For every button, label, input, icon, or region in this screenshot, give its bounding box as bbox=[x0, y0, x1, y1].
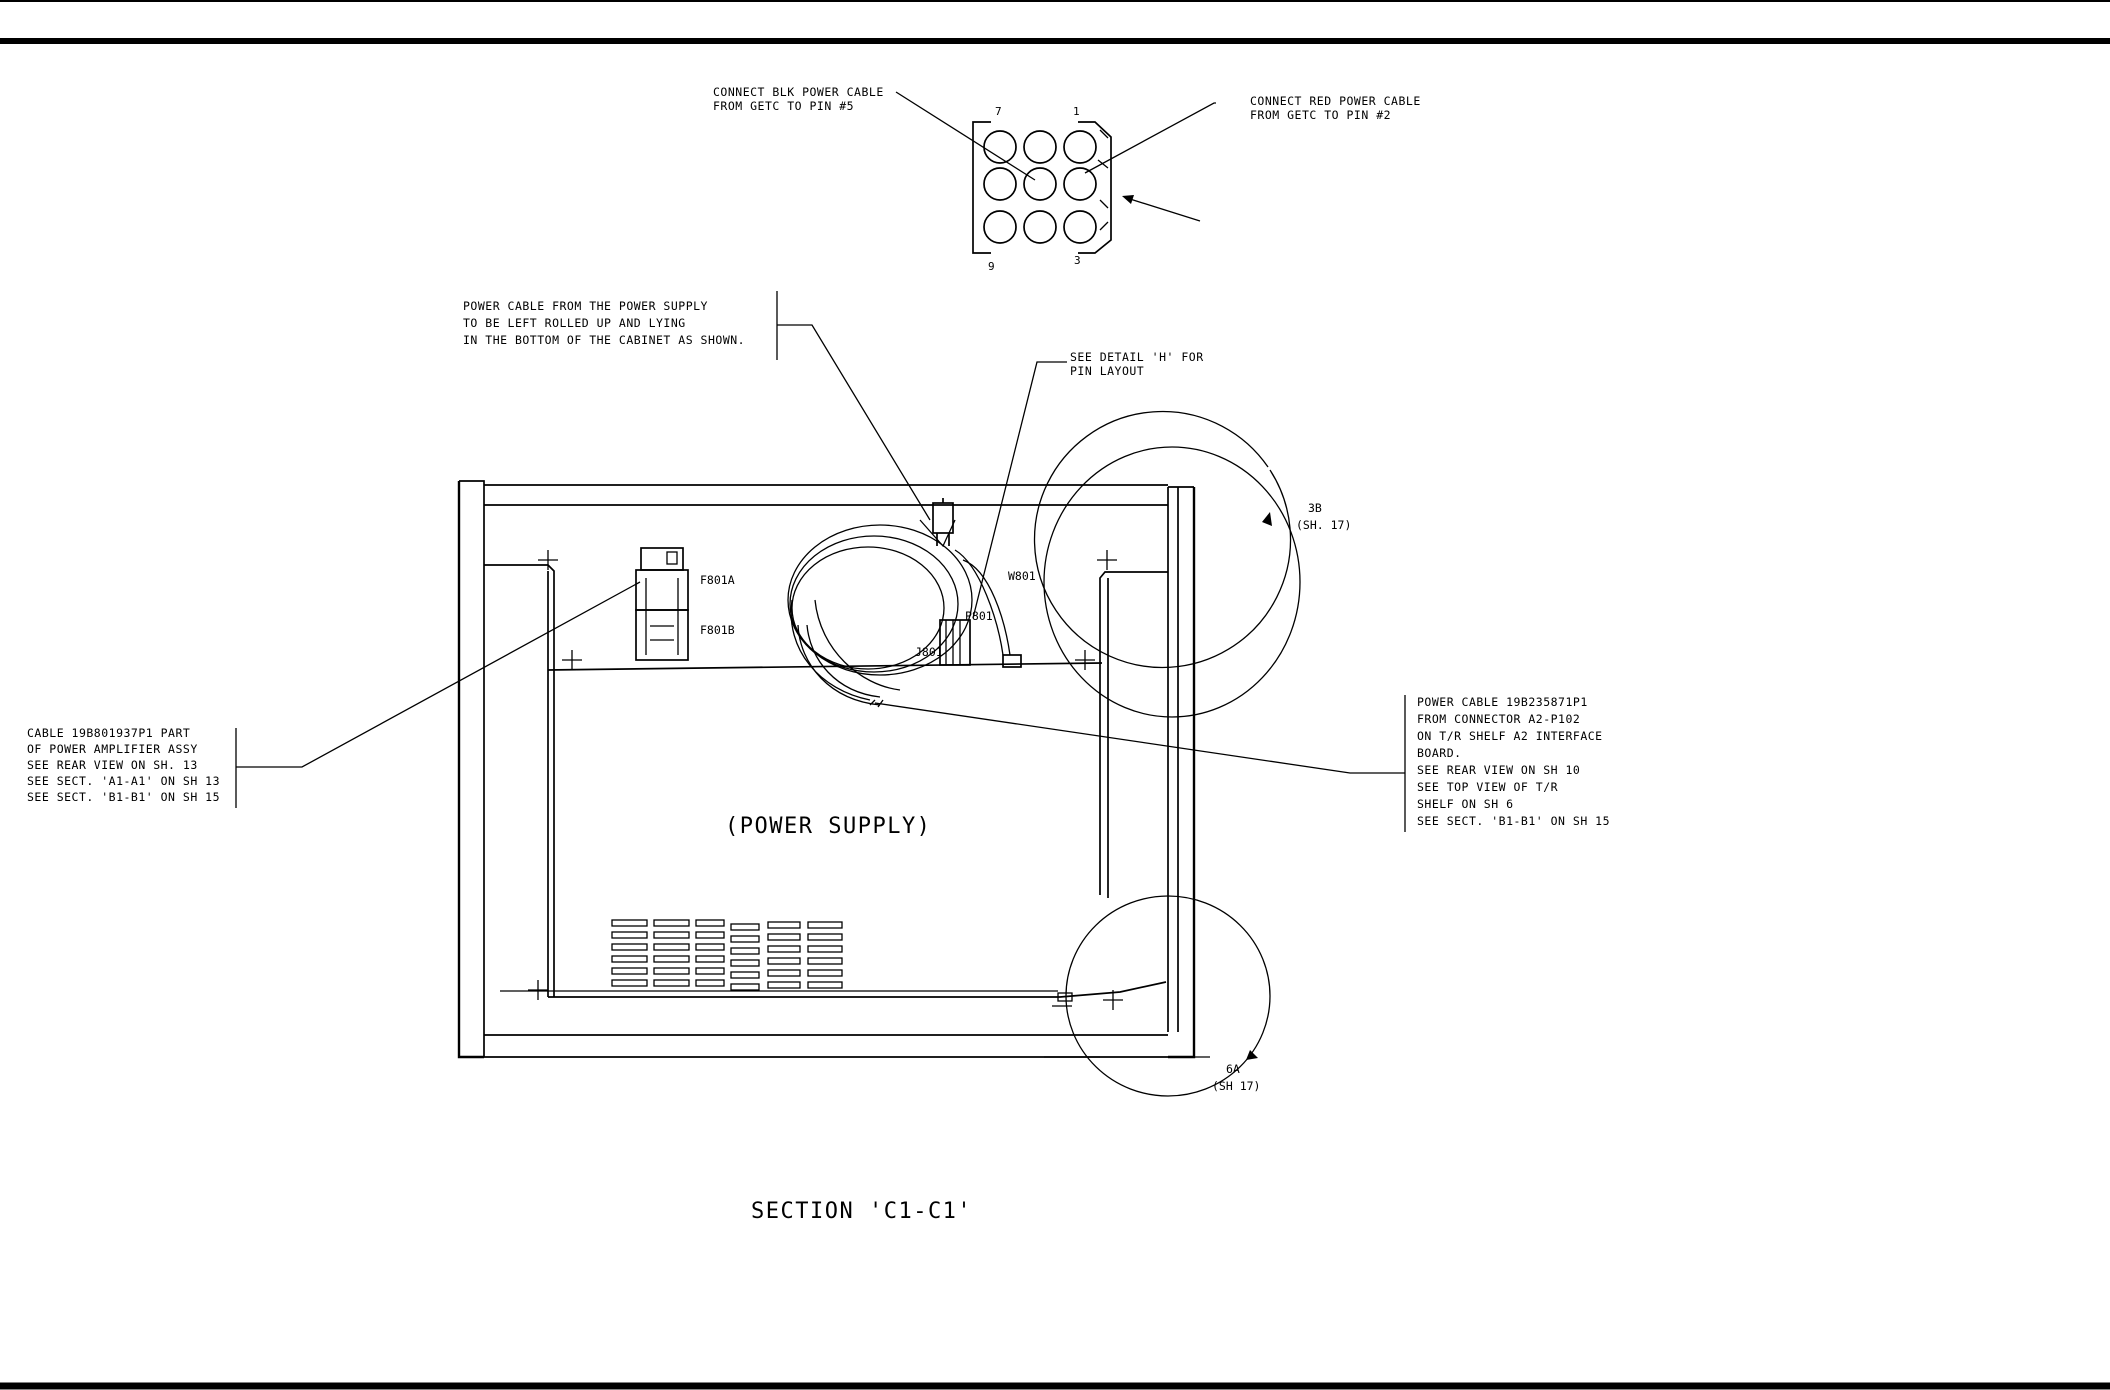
detail-reference-note: SEE DETAIL 'H' FOR PIN LAYOUT bbox=[972, 350, 1211, 619]
cable-w801-label: W801 bbox=[1008, 569, 1036, 583]
ventilation-slots bbox=[611, 919, 843, 991]
detail-circle-6a: 6A (SH 17) bbox=[1065, 895, 1271, 1097]
svg-text:6A (SH 17): 6A (SH 17) bbox=[1212, 1062, 1260, 1093]
fuse-f801b-label: F801B bbox=[700, 623, 735, 637]
power-supply-label: (POWER SUPPLY) bbox=[725, 814, 931, 839]
power-supply-cabinet bbox=[457, 480, 1196, 1059]
jack-j801-label: J801 bbox=[915, 645, 943, 659]
connector-pin bbox=[1023, 130, 1057, 164]
svg-text:3B (SH. 17): 3B (SH. 17) bbox=[1296, 501, 1351, 532]
svg-text:SEE DETAIL 'H' FOR PIN L: SEE DETAIL 'H' FOR PIN LAYOUT bbox=[1070, 350, 1211, 378]
pin-label-9: 9 bbox=[988, 260, 995, 273]
pin-label-7: 7 bbox=[995, 105, 1002, 118]
pin-label-1: 1 bbox=[1073, 105, 1080, 118]
callout-red-cable: CONNECT RED POWER CABLE FROM GETC TO PIN… bbox=[1250, 94, 1428, 122]
connector-pin bbox=[983, 167, 1017, 201]
connector-pin bbox=[1023, 167, 1057, 201]
plug-p801-label: P801 bbox=[965, 609, 993, 623]
connector-pin bbox=[1023, 210, 1057, 244]
connector-pin bbox=[1063, 210, 1097, 244]
coiled-cable-note: POWER CABLE FROM THE POWER SUPPLY TO BE … bbox=[463, 291, 931, 521]
cable-left-note: CABLE 19B801937P1 PART OF POWER AMPLIFIE… bbox=[27, 581, 641, 808]
svg-text:POWER CABLE FROM THE POWER SUP: POWER CABLE FROM THE POWER SUPPLY TO BE … bbox=[463, 299, 745, 347]
cable-right-note: POWER CABLE 19B235871P1 FROM CONNECTOR A… bbox=[874, 695, 1610, 832]
fuse-holder: F801A F801B bbox=[635, 547, 735, 661]
connector-pin bbox=[1063, 130, 1097, 164]
connector-pin bbox=[983, 210, 1017, 244]
callout-blk-cable: CONNECT BLK POWER CABLE FROM GETC TO PIN… bbox=[713, 85, 891, 113]
connector-pin-layout-detail: 7 1 9 3 CONNECT BLK POWER CABLE FROM GET… bbox=[713, 85, 1428, 273]
connector-pin bbox=[1063, 167, 1097, 201]
pin-label-3: 3 bbox=[1074, 254, 1081, 267]
detail-circle-3b: 3B (SH. 17) bbox=[1033, 410, 1351, 718]
coiled-power-cable: W801 P801 J801 bbox=[787, 498, 1036, 708]
svg-text:CABLE 19B801937P1 PART O: CABLE 19B801937P1 PART OF POWER AMPLIFIE… bbox=[27, 726, 227, 804]
section-title: SECTION 'C1-C1' bbox=[751, 1199, 972, 1224]
fuse-f801a-label: F801A bbox=[700, 573, 735, 587]
svg-text:POWER CABLE 19B235871P1: POWER CABLE 19B235871P1 FROM CONNECTOR A… bbox=[1417, 695, 1610, 828]
